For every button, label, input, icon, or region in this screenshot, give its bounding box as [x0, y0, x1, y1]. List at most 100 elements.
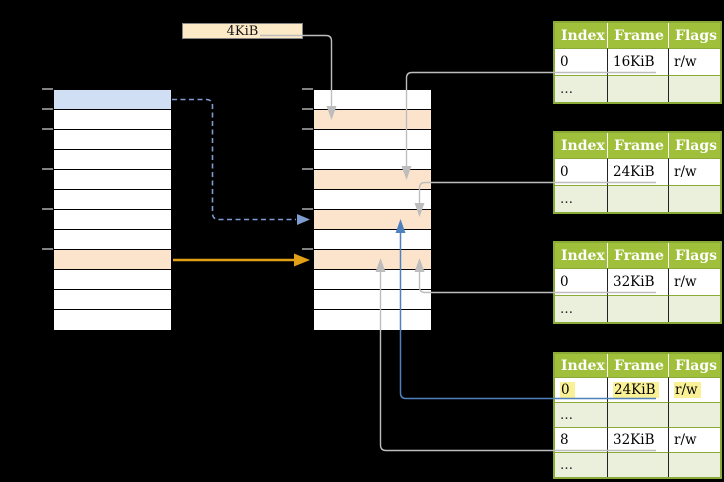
memory-row-white — [54, 130, 171, 150]
cell-flags: r/w — [668, 377, 720, 402]
header-frame: Frame — [607, 243, 668, 268]
table-row-highlighted: 0 24KiB r/w — [555, 377, 720, 402]
cell-frame: 24KiB — [607, 377, 668, 402]
cell-index: 0 — [555, 377, 607, 402]
cell-flags: r/w — [668, 427, 720, 452]
memory-row-white — [54, 270, 171, 290]
memory-row-white — [314, 190, 431, 210]
memory-row-white — [314, 150, 431, 170]
physical-address-tick — [302, 128, 313, 130]
table-row-ellipsis: … — [555, 402, 720, 427]
header-frame: Frame — [607, 133, 668, 158]
table-row-ellipsis: … — [555, 75, 720, 102]
cell-index: 0 — [555, 48, 607, 75]
table-header-row: Index Frame Flags — [555, 354, 720, 377]
cell-frame: 32KiB — [607, 268, 668, 295]
cell-frame: 24KiB — [607, 158, 668, 185]
physical-address-tick — [302, 168, 313, 170]
memory-row-white — [314, 310, 431, 330]
cell-flags: r/w — [668, 268, 720, 295]
cell-empty — [668, 452, 720, 477]
memory-row-white — [54, 150, 171, 170]
memory-row-white — [54, 190, 171, 210]
cell-index: 8 — [555, 427, 607, 452]
arrow-virtual-orange-page — [173, 253, 310, 267]
header-index: Index — [555, 23, 607, 48]
table-row: 0 16KiB r/w — [555, 48, 720, 75]
memory-row-orange — [314, 110, 431, 130]
cell-empty — [607, 295, 668, 322]
virtual-address-tick — [42, 108, 53, 110]
cell-flags: r/w — [668, 158, 720, 185]
cell-index: 0 — [555, 268, 607, 295]
virtual-address-tick — [42, 88, 53, 90]
virtual-address-tick — [42, 168, 53, 170]
header-flags: Flags — [668, 243, 720, 268]
memory-row-white — [314, 130, 431, 150]
table-row: 0 24KiB r/w — [555, 158, 720, 185]
cell-empty — [607, 75, 668, 102]
arrow-virtual-page-dashed — [172, 98, 310, 225]
table-row-ellipsis: … — [555, 185, 720, 212]
memory-row-white — [54, 210, 171, 230]
physical-address-tick — [302, 88, 313, 90]
table-header-row: Index Frame Flags — [555, 243, 720, 268]
page-table-2: Index Frame Flags 0 24KiB r/w … — [553, 131, 722, 214]
memory-row-white — [314, 90, 431, 110]
memory-row-blue — [54, 90, 171, 110]
physical-memory-column — [313, 89, 432, 331]
cell-index: 0 — [555, 158, 607, 185]
physical-address-tick — [302, 208, 313, 210]
page-table-1: Index Frame Flags 0 16KiB r/w … — [553, 21, 722, 104]
table-header-row: Index Frame Flags — [555, 23, 720, 48]
memory-row-white — [54, 310, 171, 330]
header-frame: Frame — [607, 354, 668, 377]
cell-ellipsis: … — [555, 185, 607, 212]
physical-address-tick — [302, 248, 313, 250]
cell-empty — [668, 295, 720, 322]
memory-row-white — [314, 230, 431, 250]
page-table-3: Index Frame Flags 0 32KiB r/w … — [553, 241, 722, 324]
memory-row-orange — [314, 250, 431, 270]
virtual-address-tick — [42, 248, 53, 250]
page-table-4: Index Frame Flags 0 24KiB r/w … 8 32KiB … — [553, 352, 722, 479]
table-row: 0 32KiB r/w — [555, 268, 720, 295]
memory-row-white — [314, 270, 431, 290]
header-flags: Flags — [668, 354, 720, 377]
highlighted-value: r/w — [674, 382, 701, 398]
table-row-ellipsis: … — [555, 295, 720, 322]
memory-row-orange — [314, 210, 431, 230]
header-index: Index — [555, 354, 607, 377]
virtual-address-tick — [42, 128, 53, 130]
table-row-ellipsis: … — [555, 452, 720, 477]
cell-empty — [668, 75, 720, 102]
cell-ellipsis: … — [555, 402, 607, 427]
cell-ellipsis: … — [555, 452, 607, 477]
memory-row-white — [314, 290, 431, 310]
header-flags: Flags — [668, 133, 720, 158]
table-row: 8 32KiB r/w — [555, 427, 720, 452]
cell-empty — [668, 185, 720, 212]
memory-row-white — [54, 230, 171, 250]
memory-row-white — [54, 290, 171, 310]
cell-empty — [607, 402, 668, 427]
cell-frame: 32KiB — [607, 427, 668, 452]
cell-ellipsis: … — [555, 295, 607, 322]
memory-row-white — [54, 110, 171, 130]
cell-empty — [607, 185, 668, 212]
cell-empty — [607, 452, 668, 477]
header-index: Index — [555, 133, 607, 158]
header-index: Index — [555, 243, 607, 268]
cell-ellipsis: … — [555, 75, 607, 102]
virtual-address-tick — [42, 208, 53, 210]
cell-frame: 16KiB — [607, 48, 668, 75]
physical-address-tick — [302, 108, 313, 110]
page-size-label: 4KiB — [226, 23, 259, 39]
header-flags: Flags — [668, 23, 720, 48]
highlighted-value: 0 — [560, 382, 575, 398]
cell-empty — [668, 402, 720, 427]
highlighted-value: 24KiB — [613, 382, 659, 398]
table-header-row: Index Frame Flags — [555, 133, 720, 158]
cell-flags: r/w — [668, 48, 720, 75]
